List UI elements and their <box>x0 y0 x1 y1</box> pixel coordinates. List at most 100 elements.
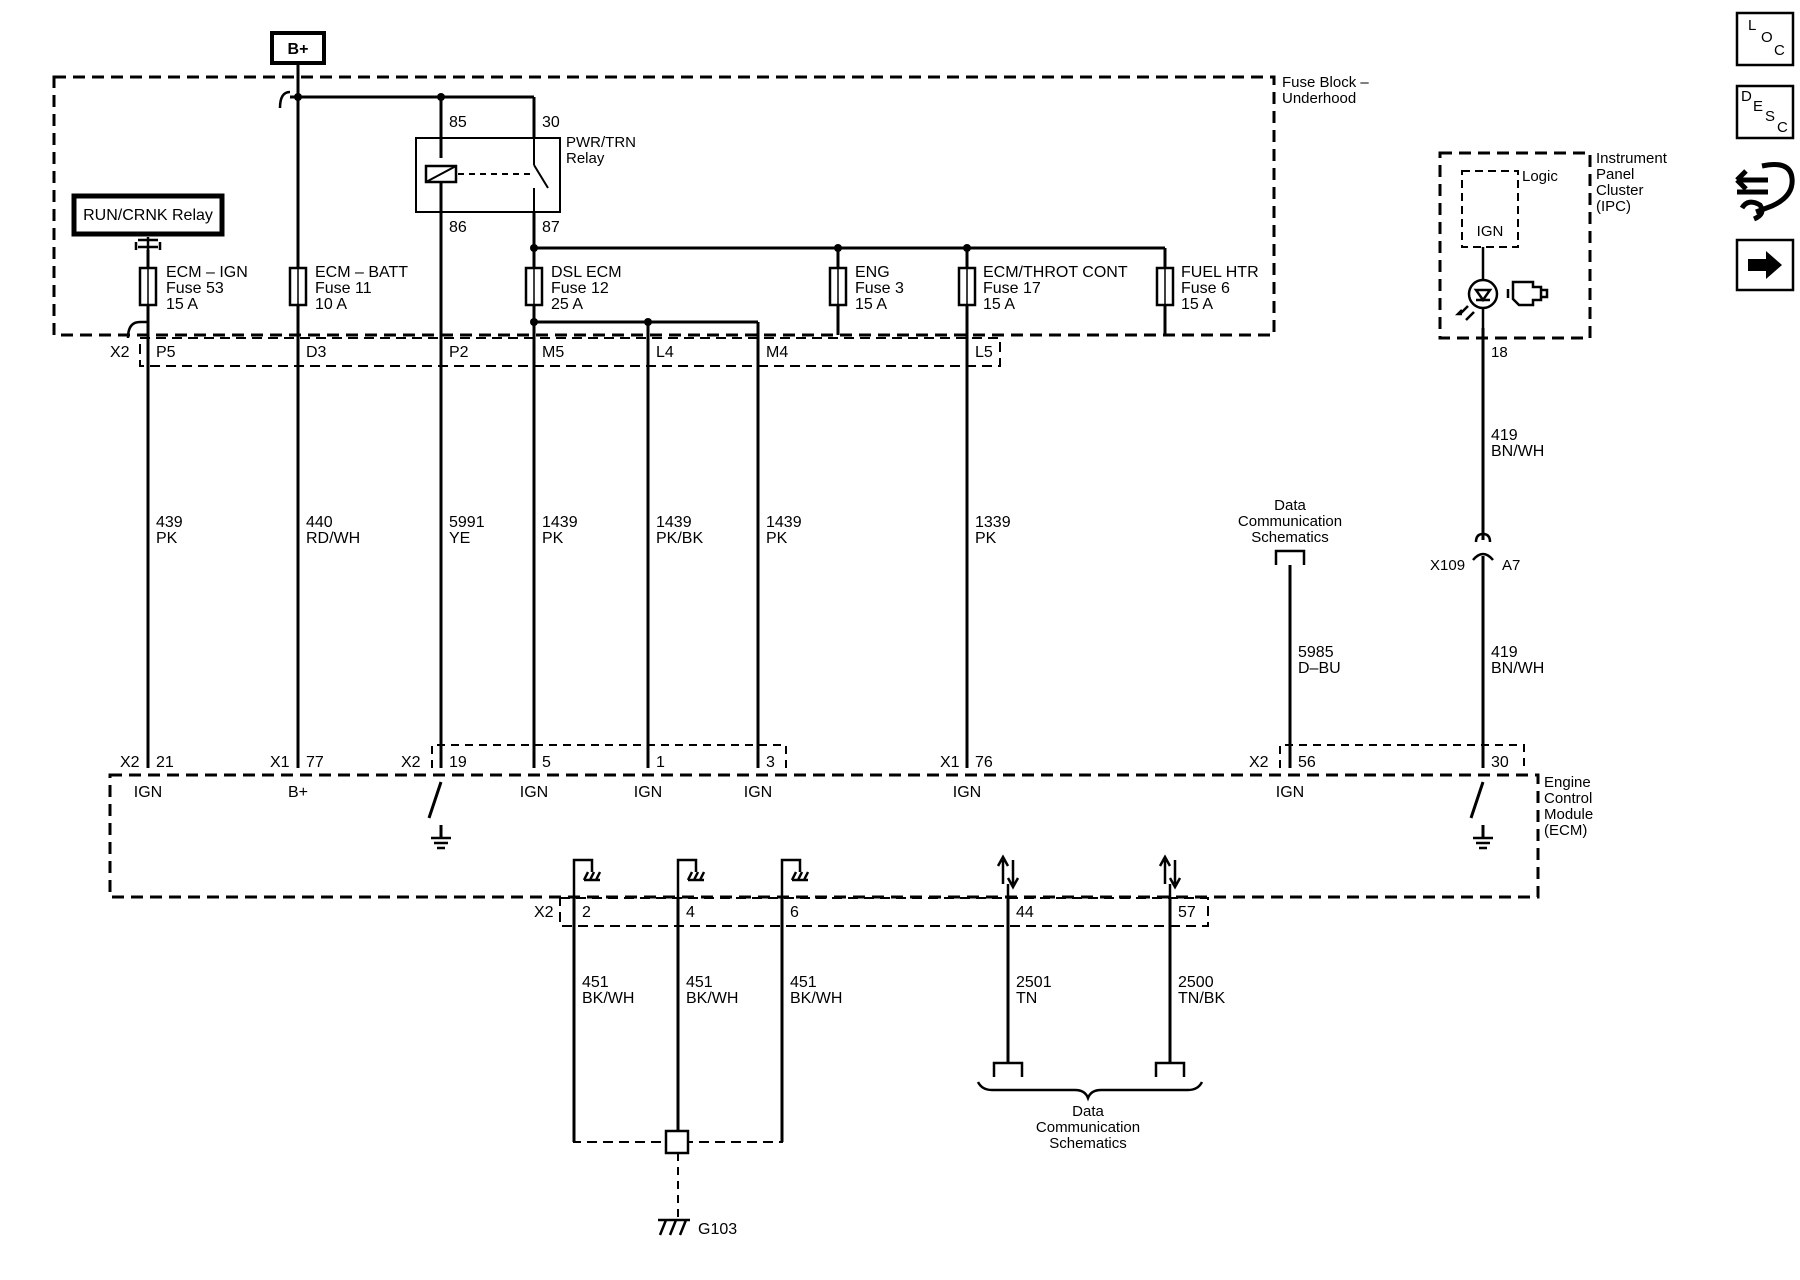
relay-pin-86: 86 <box>449 219 467 236</box>
ecm-pin-5-num: 3 <box>766 754 775 771</box>
ecm-pin-7-num: 56 <box>1298 754 1316 771</box>
nav-desc-c: C <box>1777 119 1788 136</box>
wire-2-color: YE <box>449 530 470 547</box>
relay-hook-icon <box>126 320 148 339</box>
dwire-0-color: TN <box>1016 990 1037 1007</box>
ecm-bottom-pin-4: 4 <box>686 904 695 921</box>
wire-6-color: PK <box>975 530 997 547</box>
ecm-bottom-pin-57: 57 <box>1178 904 1196 921</box>
data-comm-bottom-2: Communication <box>1036 1119 1140 1136</box>
fuse-2-amps: 25 A <box>551 296 583 313</box>
relay-pin-30: 30 <box>542 114 560 131</box>
relay-pin-85: 85 <box>449 114 467 131</box>
ecm-pin-3-num: 5 <box>542 754 551 771</box>
nav-next-button[interactable] <box>1735 238 1795 292</box>
ecm-bottom-pin-44: 44 <box>1016 904 1034 921</box>
dwire-0-num: 2501 <box>1016 974 1052 991</box>
ecm-pin-4-func: IGN <box>634 784 662 801</box>
wire-9-color: BN/WH <box>1491 660 1544 677</box>
fuse-5-fuse: Fuse 6 <box>1181 280 1230 297</box>
ecm-bottom-conn: X2 <box>534 904 554 921</box>
fuse-4-name: ECM/THROT CONT <box>983 264 1128 281</box>
ecm-bottom-pin-6: 6 <box>790 904 799 921</box>
fuse-1-fuse: Fuse 11 <box>315 280 372 297</box>
ecm-pin-1-num: 77 <box>306 754 324 771</box>
ecm-pin-6-func: IGN <box>953 784 981 801</box>
wire-5-num: 1439 <box>766 514 802 531</box>
ipc-title-4: (IPC) <box>1596 198 1631 215</box>
fuse-conn-x2: X2 <box>110 344 130 361</box>
fuse-4-amps: 15 A <box>983 296 1015 313</box>
ecm-connector-x2-b <box>1279 744 1525 768</box>
nav-desc-button[interactable]: D E S C <box>1735 84 1795 140</box>
ecm-bottom-connector <box>559 897 1209 927</box>
ecm-title-4: (ECM) <box>1544 822 1587 839</box>
ipc-pin-18: 18 <box>1491 344 1508 361</box>
ecm-connector-x2-a <box>431 744 787 768</box>
nav-loc-button[interactable]: L O C <box>1735 11 1795 67</box>
fuse-0-fuse: Fuse 53 <box>166 280 224 297</box>
ecm-chassis-ground-icon-6 <box>780 858 810 898</box>
fuse-3-name: ENG <box>855 264 890 281</box>
gwire-0-color: BK/WH <box>582 990 634 1007</box>
wire-3-color: PK <box>542 530 564 547</box>
pwr-trn-relay-box <box>415 137 561 213</box>
fuse-pin-p2: P2 <box>449 344 469 361</box>
gwire-2-color: BK/WH <box>790 990 842 1007</box>
wire-4-color: PK/BK <box>656 530 703 547</box>
fuse-1-amps: 10 A <box>315 296 347 313</box>
wire-5-color: PK <box>766 530 788 547</box>
ipc-box <box>1438 151 1592 340</box>
fuse-pin-m4: M4 <box>766 344 788 361</box>
data-comm-bottom-1: Data <box>1072 1103 1104 1120</box>
nav-connector-button[interactable] <box>1735 162 1795 222</box>
wire-8-color: BN/WH <box>1491 443 1544 460</box>
ecm-pin-6-num: 76 <box>975 754 993 771</box>
b-plus-label: B+ <box>288 41 309 58</box>
fuse-5-amps: 15 A <box>1181 296 1213 313</box>
fuse-pin-p5: P5 <box>156 344 176 361</box>
wire-8-num: 419 <box>1491 427 1518 444</box>
gwire-1-num: 451 <box>686 974 713 991</box>
arrow-right-icon <box>1748 251 1782 279</box>
ecm-pin-4-num: 1 <box>656 754 665 771</box>
ipc-title-1: Instrument <box>1596 150 1668 167</box>
data-comm-bracket <box>976 1081 1204 1102</box>
ipc-ign-label: IGN <box>1477 223 1504 240</box>
wire-0-color: PK <box>156 530 178 547</box>
fuse-0-amps: 15 A <box>166 296 198 313</box>
data-comm-top-2: Communication <box>1238 513 1342 530</box>
nav-loc-o: O <box>1761 29 1773 46</box>
ecm-title-2: Control <box>1544 790 1592 807</box>
data-comm-top-1: Data <box>1274 497 1306 514</box>
g103-ground-icon <box>658 1218 690 1236</box>
ecm-pin-0-conn: X2 <box>120 754 140 771</box>
wire-0-num: 439 <box>156 514 183 531</box>
ecm-pin-1-conn: X1 <box>270 754 290 771</box>
x109-pin: A7 <box>1502 557 1520 574</box>
ecm-title-1: Engine <box>1544 774 1591 791</box>
nav-desc-e: E <box>1753 98 1763 115</box>
wire-1-color: RD/WH <box>306 530 360 547</box>
relay-pin-87: 87 <box>542 219 560 236</box>
fuse-pin-m5: M5 <box>542 344 564 361</box>
ecm-ground-icon-1 <box>431 836 451 850</box>
b-plus-hook-icon <box>278 90 291 109</box>
x109-connector-icon <box>1474 532 1492 543</box>
ecm-bottom-pin-2: 2 <box>582 904 591 921</box>
fuse-pin-d3: D3 <box>306 344 327 361</box>
ecm-pin-1-func: B+ <box>288 784 308 801</box>
fuse-labels: ECM – IGN Fuse 53 15 A ECM – BATT Fuse 1… <box>166 264 1259 313</box>
data-term-2500 <box>1154 1061 1186 1077</box>
b-plus-box <box>270 31 326 65</box>
ipc-logic-label: Logic <box>1522 168 1558 185</box>
wire-3-num: 1439 <box>542 514 578 531</box>
data-arrow-icon-44 <box>996 854 1020 898</box>
data-comm-top-3: Schematics <box>1251 529 1329 546</box>
data-arrow-icon-57 <box>1158 854 1182 898</box>
wire-9-num: 419 <box>1491 644 1518 661</box>
fuse-2-name: DSL ECM <box>551 264 622 281</box>
fuse-3-amps: 15 A <box>855 296 887 313</box>
wire-6-num: 1339 <box>975 514 1011 531</box>
